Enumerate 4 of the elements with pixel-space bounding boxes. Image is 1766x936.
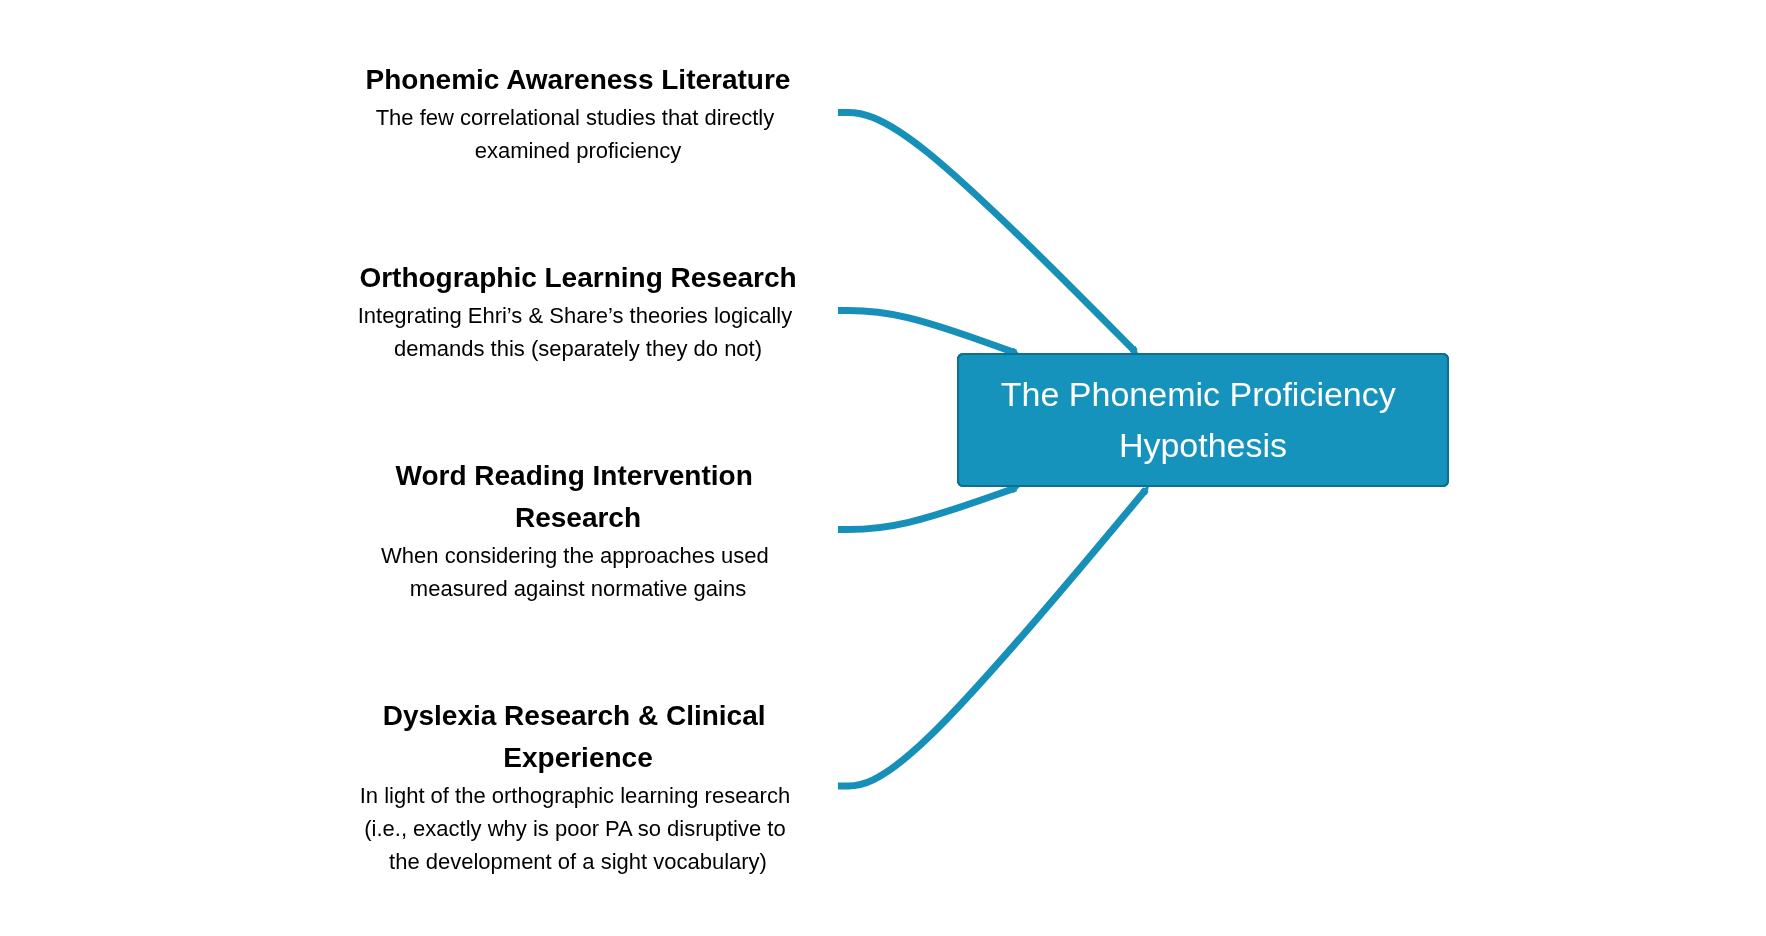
node-text: Phonemic Awareness Literature The few correlational studies that directly examined proficiency bbox=[365, 63, 791, 163]
node-text: Word Reading Intervention Research When considering the approaches used measured against normative gains bbox=[381, 459, 769, 601]
node-text: Orthographic Learning Research Integrating Ehri’s & Share’s theories logically demands this (separately they do not) bbox=[357, 261, 797, 361]
node-text: Dyslexia Research & Clinical Experience In light of the orthographic learning research (i.e., exactly why is poor PA so disruptive to the development of a sight vocabulary) bbox=[359, 699, 791, 874]
